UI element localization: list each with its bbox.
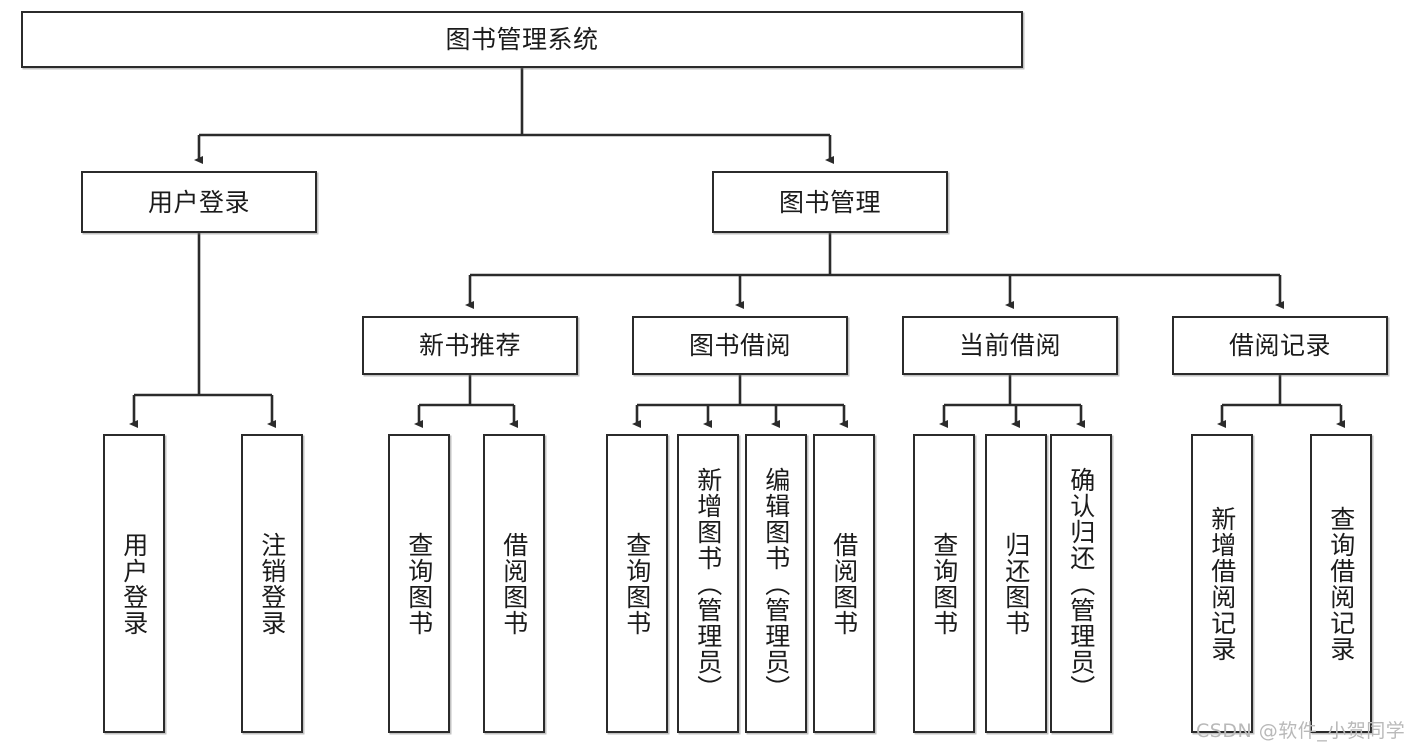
node-leaf-query-book-3[interactable]: 查询图书 — [913, 434, 975, 733]
node-root[interactable]: 图书管理系统 — [21, 11, 1023, 68]
node-leaf-confirm-return[interactable]: 确认归还（管理员） — [1050, 434, 1112, 733]
node-new-book-rec[interactable]: 新书推荐 — [362, 316, 578, 375]
node-leaf-borrow-book-2[interactable]: 借阅图书 — [813, 434, 875, 733]
node-label: 确认归还（管理员） — [1066, 466, 1096, 701]
node-label: 借阅图书 — [829, 531, 859, 636]
node-label: 图书管理 — [778, 187, 881, 217]
node-user-login[interactable]: 用户登录 — [81, 171, 317, 233]
node-label: 注销登录 — [257, 531, 287, 636]
node-label: 新增借阅记录 — [1207, 505, 1237, 662]
node-leaf-return-book[interactable]: 归还图书 — [985, 434, 1047, 733]
watermark-text: CSDN @软件_小贺同学 — [1196, 720, 1405, 742]
node-leaf-query-book-1[interactable]: 查询图书 — [388, 434, 450, 733]
node-leaf-user-logout[interactable]: 注销登录 — [241, 434, 303, 733]
node-label: 用户登录 — [119, 531, 149, 636]
node-book-borrow[interactable]: 图书借阅 — [632, 316, 848, 375]
node-label: 查询图书 — [404, 531, 434, 636]
node-label: 新增图书（管理员） — [693, 466, 723, 701]
node-label: 借阅图书 — [499, 531, 529, 636]
node-borrow-record[interactable]: 借阅记录 — [1172, 316, 1388, 375]
node-label: 新书推荐 — [418, 331, 521, 360]
node-leaf-add-book[interactable]: 新增图书（管理员） — [677, 434, 739, 733]
node-leaf-query-record[interactable]: 查询借阅记录 — [1310, 434, 1372, 733]
node-leaf-user-login[interactable]: 用户登录 — [103, 434, 165, 733]
node-label: 查询图书 — [929, 531, 959, 636]
node-leaf-query-book-2[interactable]: 查询图书 — [606, 434, 668, 733]
node-current-borrow[interactable]: 当前借阅 — [902, 316, 1118, 375]
node-leaf-edit-book[interactable]: 编辑图书（管理员） — [745, 434, 807, 733]
node-label: 归还图书 — [1001, 531, 1031, 636]
node-label: 当前借阅 — [958, 331, 1061, 360]
node-label: 图书管理系统 — [445, 25, 599, 54]
node-label: 查询图书 — [622, 531, 652, 636]
node-label: 编辑图书（管理员） — [761, 466, 791, 701]
node-leaf-borrow-book-1[interactable]: 借阅图书 — [483, 434, 545, 733]
node-leaf-add-record[interactable]: 新增借阅记录 — [1191, 434, 1253, 733]
node-label: 图书借阅 — [688, 331, 791, 360]
node-book-manage[interactable]: 图书管理 — [712, 171, 948, 233]
node-label: 查询借阅记录 — [1326, 505, 1356, 662]
node-label: 用户登录 — [147, 187, 250, 217]
node-label: 借阅记录 — [1228, 331, 1331, 360]
